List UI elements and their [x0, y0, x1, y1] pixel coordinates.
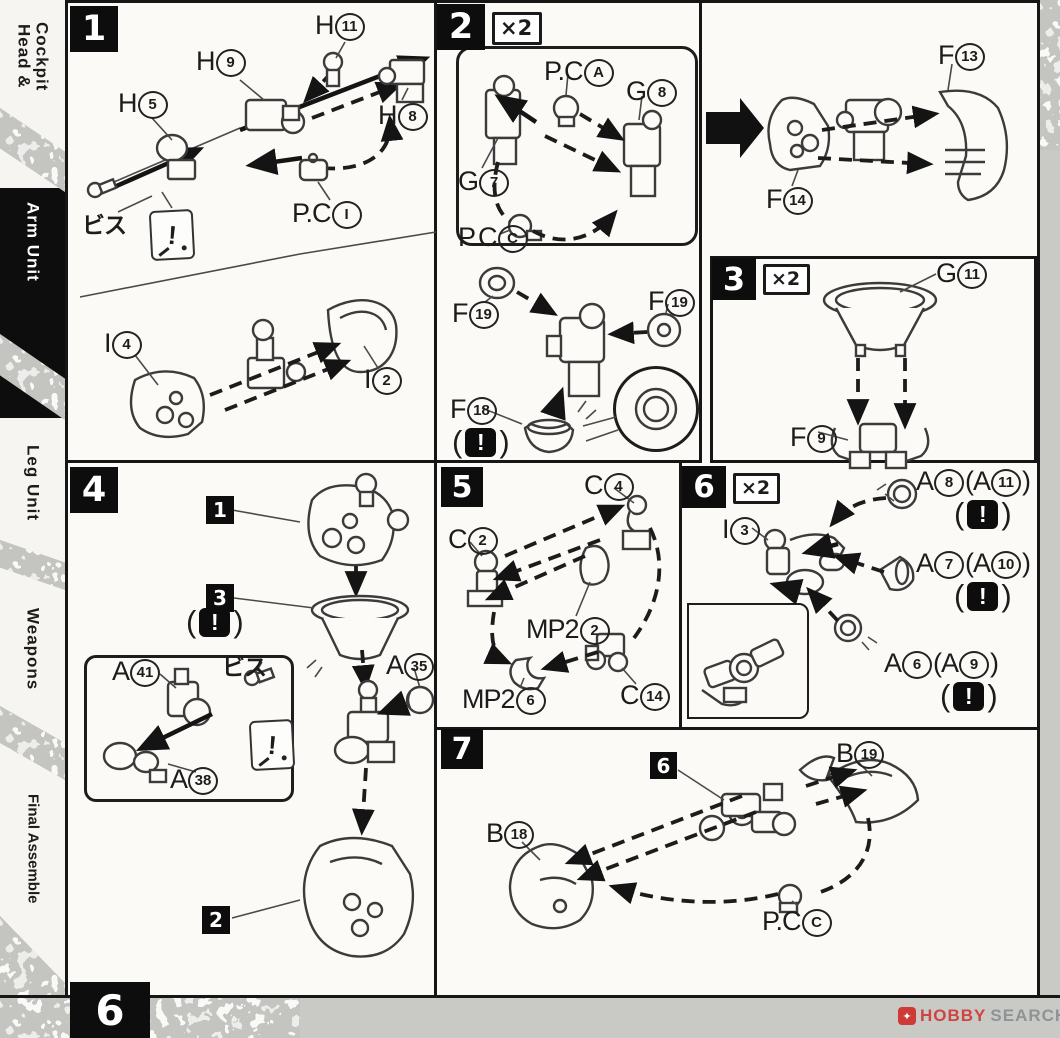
sidebar-divider [0, 108, 65, 192]
right-edge-texture [1037, 0, 1060, 1038]
watermark-search-text: SEARCH [990, 1006, 1060, 1025]
hobbysearch-logo-icon: ✦ [898, 1007, 916, 1025]
part-label-screw: ビス [82, 212, 127, 238]
part-label-screw-step4: ビス [222, 654, 267, 680]
caution-badge-a7: (!) [954, 578, 1012, 613]
sidebar-divider [0, 540, 65, 590]
watermark: ✦ HOBBY SEARCH [898, 1006, 1060, 1026]
caution-badge-f18: (!) [452, 424, 510, 459]
section-sidebar: Head & Cockpit Arm Unit Leg Unit Weapons… [0, 0, 68, 1038]
step-5-number: 5 [441, 467, 483, 507]
subassembly-ref-6: 6 [650, 752, 677, 779]
watermark-hobby-text: HOBBY [920, 1006, 987, 1025]
step-2-number: 2 [437, 4, 485, 50]
caution-detail-box: ! [148, 208, 196, 262]
step-2-quantity-badge: ×2 [492, 12, 543, 45]
caution-detail-box-step4: ! [248, 718, 296, 772]
step-6-number: 6 [682, 466, 726, 508]
sidebar-divider [0, 706, 65, 780]
subassembly-ref-2: 2 [202, 906, 230, 934]
sidebar-item-weapons: Weapons [23, 607, 43, 691]
sidebar-item-leg-unit: Leg Unit [23, 445, 43, 521]
step-1-number: 1 [70, 6, 118, 52]
sidebar-item-head-cockpit: Head & Cockpit [14, 21, 52, 92]
caution-badge-a6: (!) [940, 678, 998, 713]
subassembly-ref-1: 1 [206, 496, 234, 524]
step-6-quantity-badge: ×2 [733, 473, 781, 504]
caution-badge-step4: (!) [186, 604, 244, 639]
step-3-number: 3 [712, 258, 756, 300]
step-7-number: 7 [441, 729, 483, 769]
step-4-number: 4 [70, 467, 118, 513]
bottom-edge-texture [0, 995, 1060, 1038]
step-3-quantity-badge: ×2 [763, 264, 811, 295]
page-number: 6 [70, 982, 150, 1038]
sidebar-item-final-assemble: Final Assemble [24, 794, 42, 904]
caution-badge-a8: (!) [954, 496, 1012, 531]
